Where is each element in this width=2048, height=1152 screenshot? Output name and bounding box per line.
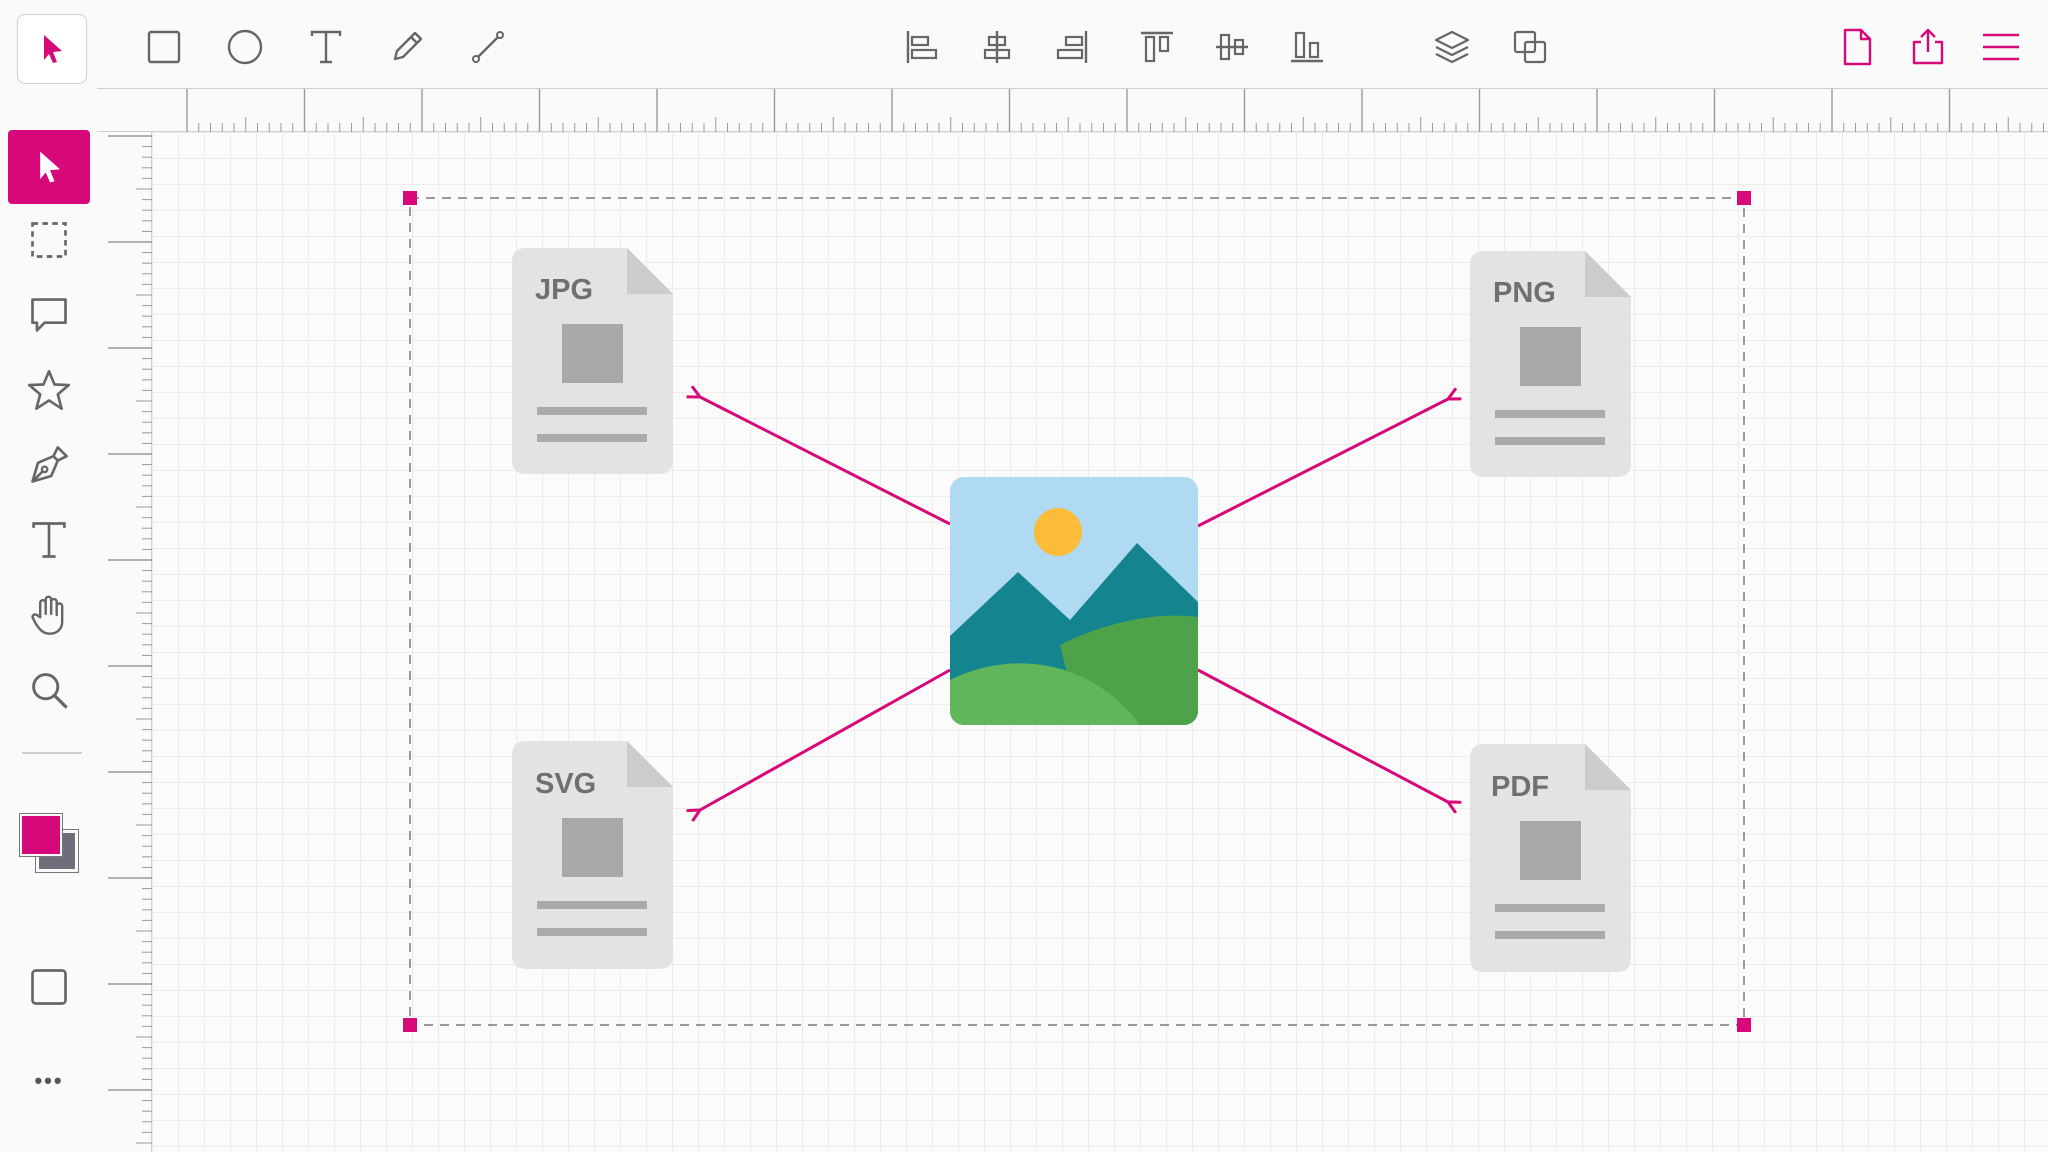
new-document-button[interactable] <box>1827 17 1887 77</box>
arrow-to-svg[interactable] <box>700 668 951 810</box>
group-icon <box>1513 30 1547 64</box>
marquee-select-icon <box>31 222 67 258</box>
rectangle-icon <box>147 30 181 64</box>
export-icon <box>1912 28 1944 65</box>
png-label: PNG <box>1493 277 1556 309</box>
pointer-icon <box>40 151 60 183</box>
arrow-to-pdf[interactable] <box>1197 668 1448 802</box>
menu-button[interactable] <box>1971 17 2031 77</box>
left-toolbar: ••• <box>0 88 98 1152</box>
text-tool-button-left[interactable] <box>8 503 90 577</box>
pen-icon <box>31 446 68 483</box>
arrow-to-png[interactable] <box>1197 399 1448 528</box>
pencil-icon <box>393 31 423 61</box>
star-icon <box>27 369 71 411</box>
align-center-button[interactable] <box>967 17 1027 77</box>
text-icon <box>310 30 342 64</box>
color-swatches[interactable] <box>18 812 88 882</box>
line-tool-button[interactable] <box>458 17 518 77</box>
star-tool-button[interactable] <box>8 353 90 427</box>
pen-tool-button[interactable] <box>8 428 90 502</box>
top-toolbar <box>0 0 2048 88</box>
hand-icon <box>31 595 64 635</box>
pdf-label: PDF <box>1491 771 1549 803</box>
jpg-label: JPG <box>535 274 593 306</box>
artboard-button[interactable] <box>8 950 90 1024</box>
svg-file-icon[interactable]: SVG <box>512 741 673 969</box>
rectangle-tool-button[interactable] <box>134 17 194 77</box>
align-right-icon <box>1056 31 1088 63</box>
group-button[interactable] <box>1500 17 1560 77</box>
selection-box <box>409 197 1745 1026</box>
align-bottom-button[interactable] <box>1277 17 1337 77</box>
text-tool-button[interactable] <box>296 17 356 77</box>
marquee-select-button[interactable] <box>8 203 90 277</box>
pencil-tool-button[interactable] <box>377 17 437 77</box>
select-tool-button[interactable] <box>17 14 87 84</box>
align-right-button[interactable] <box>1042 17 1102 77</box>
arrow-to-jpg[interactable] <box>700 397 951 526</box>
align-left-button[interactable] <box>892 17 952 77</box>
horizontal-ruler <box>97 88 2048 133</box>
toolbar-separator <box>22 752 82 754</box>
line-icon <box>472 31 504 63</box>
more-icon: ••• <box>34 1068 64 1093</box>
more-tools-button[interactable]: ••• <box>8 1044 90 1118</box>
fill-color-swatch[interactable] <box>19 813 63 857</box>
selection-handle-top-right[interactable] <box>1737 191 1751 205</box>
ellipse-icon <box>227 29 263 65</box>
select-arrow-icon <box>44 35 62 63</box>
ellipse-tool-button[interactable] <box>215 17 275 77</box>
selection-handle-bottom-right[interactable] <box>1737 1018 1751 1032</box>
zoom-icon <box>32 673 68 709</box>
selection-handle-top-left[interactable] <box>403 191 417 205</box>
square-icon <box>31 969 67 1005</box>
layers-button[interactable] <box>1422 17 1482 77</box>
align-bottom-icon <box>1291 31 1323 63</box>
image-icon[interactable] <box>950 477 1198 725</box>
svg-label: SVG <box>535 768 596 800</box>
text-icon <box>32 522 66 558</box>
selection-handle-bottom-left[interactable] <box>403 1018 417 1032</box>
vertical-ruler <box>97 132 152 1152</box>
png-file-icon[interactable]: PNG <box>1470 251 1631 477</box>
hand-tool-button[interactable] <box>8 578 90 652</box>
align-top-button[interactable] <box>1127 17 1187 77</box>
align-center-icon <box>983 31 1011 63</box>
layers-icon <box>1434 30 1470 64</box>
comment-icon <box>31 298 67 332</box>
align-top-icon <box>1141 31 1173 63</box>
jpg-file-icon[interactable]: JPG <box>512 248 673 474</box>
align-left-icon <box>906 31 938 63</box>
align-middle-icon <box>1216 33 1248 61</box>
new-document-icon <box>1843 28 1872 66</box>
comment-tool-button[interactable] <box>8 278 90 352</box>
menu-icon <box>1983 33 2019 61</box>
pointer-tool-button[interactable] <box>8 130 90 204</box>
export-button[interactable] <box>1898 17 1958 77</box>
pdf-file-icon[interactable]: PDF <box>1470 744 1631 972</box>
align-middle-button[interactable] <box>1202 17 1262 77</box>
zoom-tool-button[interactable] <box>8 653 90 727</box>
